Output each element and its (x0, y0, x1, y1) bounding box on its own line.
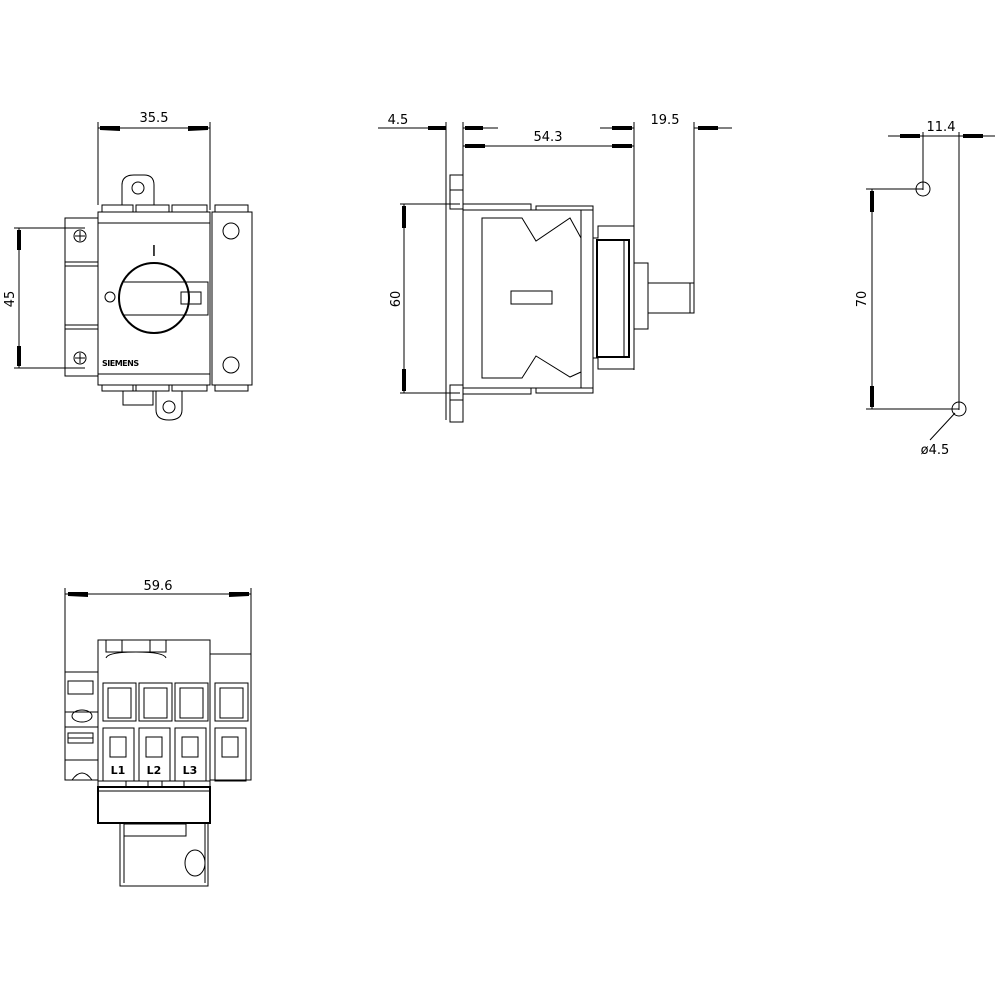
mounting-view: 11.4 70 ø4.5 (855, 120, 995, 458)
dim-label-4-5: 4.5 (388, 113, 409, 128)
bottom-view: 59.6 L1 L2 L3 (64, 579, 252, 887)
screw-icon (73, 229, 87, 243)
terminal-label-l3: L3 (183, 764, 198, 777)
dim-label-11-4: 11.4 (927, 120, 956, 135)
dimension-front-height: 45 (3, 227, 85, 369)
dimension-side-height: 60 (389, 203, 460, 394)
brand-marking: SIEMENS (102, 359, 139, 368)
dim-label-35-5: 35.5 (140, 111, 169, 126)
dim-label-19-5: 19.5 (651, 113, 680, 128)
dim-label-60: 60 (389, 291, 404, 308)
dim-label-54-3: 54.3 (534, 130, 563, 145)
dim-label-59-6: 59.6 (144, 579, 173, 594)
switch-position-marking: I (152, 242, 156, 260)
dimension-side-top: 4.5 54.3 19.5 (378, 113, 732, 420)
terminal-label-l2: L2 (147, 764, 162, 777)
dimension-front-width: 35.5 (97, 111, 211, 210)
rotary-handle (118, 262, 190, 334)
terminal-label-l1: L1 (111, 764, 126, 777)
side-view: 4.5 54.3 19.5 60 (378, 113, 732, 423)
screw-icon (73, 351, 87, 365)
dim-label-45: 45 (3, 291, 18, 308)
front-view: 35.5 45 I (3, 111, 253, 421)
dim-label-70: 70 (855, 291, 870, 308)
dim-label-hole-diameter: ø4.5 (921, 443, 950, 458)
